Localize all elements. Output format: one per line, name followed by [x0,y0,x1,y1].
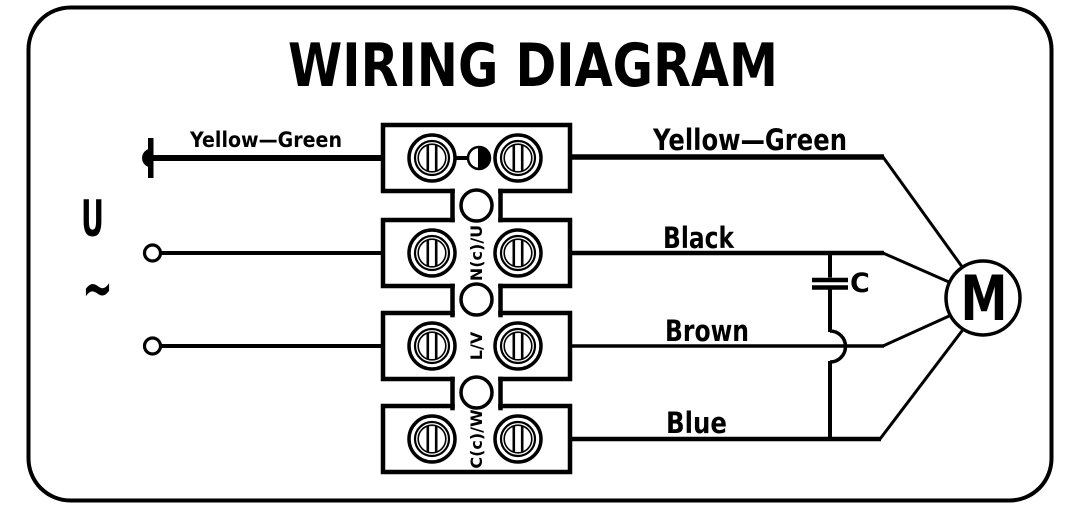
mounting-hole [459,375,494,410]
wire-blue-diagonal [878,322,970,440]
terminal-screw [493,414,543,464]
terminal-screw [493,321,543,371]
terminal-screw [493,228,543,278]
terminal-label-n: N(c)/U [467,225,486,281]
mounting-hole [459,188,494,223]
wire-label-black: Black [663,221,735,255]
wire-label-blue: Blue [666,406,727,440]
ac-tilde-symbol: ~ [82,252,113,326]
terminal-strip: N(c)/U L/V C(c)/W [380,122,573,475]
ground-wire-label: Yellow—Green [189,128,342,152]
wire-yellow-green-diagonal [881,156,970,276]
wire-hop-over-brown [829,329,848,364]
wire-label-yellow-green: Yellow—Green [652,123,847,157]
terminal-screw [407,414,457,464]
terminal-label-l: L/V [467,331,486,360]
terminal-screw [407,228,457,278]
earth-mark [455,145,492,171]
motor-label: M [961,262,1008,335]
terminal-screw [407,321,457,371]
supply-terminal-dot [142,336,163,356]
wire-black-diagonal [882,251,959,288]
voltage-symbol: U [81,190,104,248]
page-title: WIRING DIAGRAM [288,31,778,101]
diagram-border [26,5,1054,503]
motor-circle [944,259,1022,337]
capacitor-label: C [850,268,870,299]
terminal-screw [407,133,457,183]
capacitor-symbol [812,277,848,290]
terminal-strip-necks [450,187,503,412]
wire-brown-diagonal [882,310,959,348]
supply-terminal-dot [142,243,163,263]
ground-connector-symbol [142,138,154,178]
wires [152,154,970,442]
terminal-label-c: C(c)/W [467,409,486,469]
wire-label-brown: Brown [665,314,749,348]
terminal-screw [493,133,543,183]
mounting-hole [459,282,494,317]
